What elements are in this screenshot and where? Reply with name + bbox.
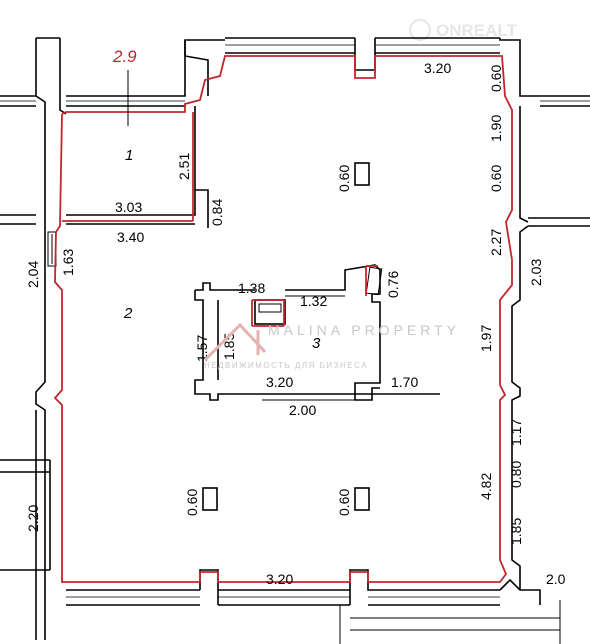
dim-column-bottom-left: 0.60: [184, 489, 200, 516]
watermark-brand: MALINA PROPERTY: [268, 322, 460, 338]
dim-right-4: 4.82: [478, 473, 494, 500]
dim-right-3: 1.97: [478, 325, 494, 352]
dim-right-outer-2: 0.80: [508, 461, 524, 488]
outer-walls: [0, 37, 590, 644]
dim-left-2: 1.63: [60, 249, 76, 276]
area-label: 2.9: [112, 47, 137, 66]
dim-left-1: 2.04: [25, 261, 41, 288]
room-1-partitions: [47, 106, 209, 267]
watermark: MALINA PROPERTY НЕДВИЖИМОСТЬ ДЛЯ БИЗНЕСА: [203, 322, 460, 370]
dim-column-top: 0.60: [336, 165, 352, 192]
dim-core-bottom: 3.20: [266, 374, 293, 390]
corner-watermark-text: ONREALT: [436, 21, 518, 40]
dim-right-outer-3: 1.85: [508, 518, 524, 545]
column-top: [354, 162, 370, 186]
area-callout: 2.9: [112, 47, 137, 126]
dim-core-left-1: 1.57: [194, 335, 210, 362]
dim-room1-width: 3.03: [115, 199, 142, 215]
column-bottom-right: [354, 487, 370, 511]
area-outline: [53, 55, 513, 583]
room-number-1: 1: [125, 147, 133, 164]
column-bottom-left: [202, 487, 218, 511]
watermark-tagline: НЕДВИЖИМОСТЬ ДЛЯ БИЗНЕСА: [204, 361, 368, 370]
dim-column-bottom-right: 0.60: [336, 489, 352, 516]
dim-core-bottom-right: 1.70: [391, 374, 418, 390]
corner-watermark: ONREALT: [409, 19, 518, 41]
dim-right-outer-1: 1.17: [508, 419, 524, 446]
dim-right-1: 1.90: [488, 115, 504, 142]
room-number-2: 2: [123, 305, 133, 322]
dim-core-bottom2: 2.00: [289, 402, 316, 418]
dim-bottom-right: 2.0: [546, 571, 566, 587]
dim-right-2: 2.27: [488, 229, 504, 256]
dim-left-outer: 2.20: [25, 505, 41, 532]
columns: [202, 162, 370, 511]
dim-core-shaft: 0.76: [385, 271, 401, 298]
dim-bottom-width: 3.20: [266, 571, 293, 587]
dim-room1-height: 2.51: [176, 153, 192, 180]
dim-room1-width2: 3.40: [117, 229, 144, 245]
dim-right-top: 0.60: [488, 65, 504, 92]
dim-room1-step: 0.84: [209, 199, 225, 226]
dim-core-top-left: 1.38: [238, 280, 265, 296]
dim-right-col: 0.60: [488, 165, 504, 192]
dim-top-width: 3.20: [424, 60, 451, 76]
room-number-3: 3: [312, 335, 321, 352]
dim-core-top-mid: 1.32: [300, 293, 327, 309]
dimension-labels: 3.20 0.60 1.90 0.60 2.27 2.03 1.97 1.17 …: [25, 60, 566, 587]
dim-outer-right: 2.03: [528, 259, 544, 286]
